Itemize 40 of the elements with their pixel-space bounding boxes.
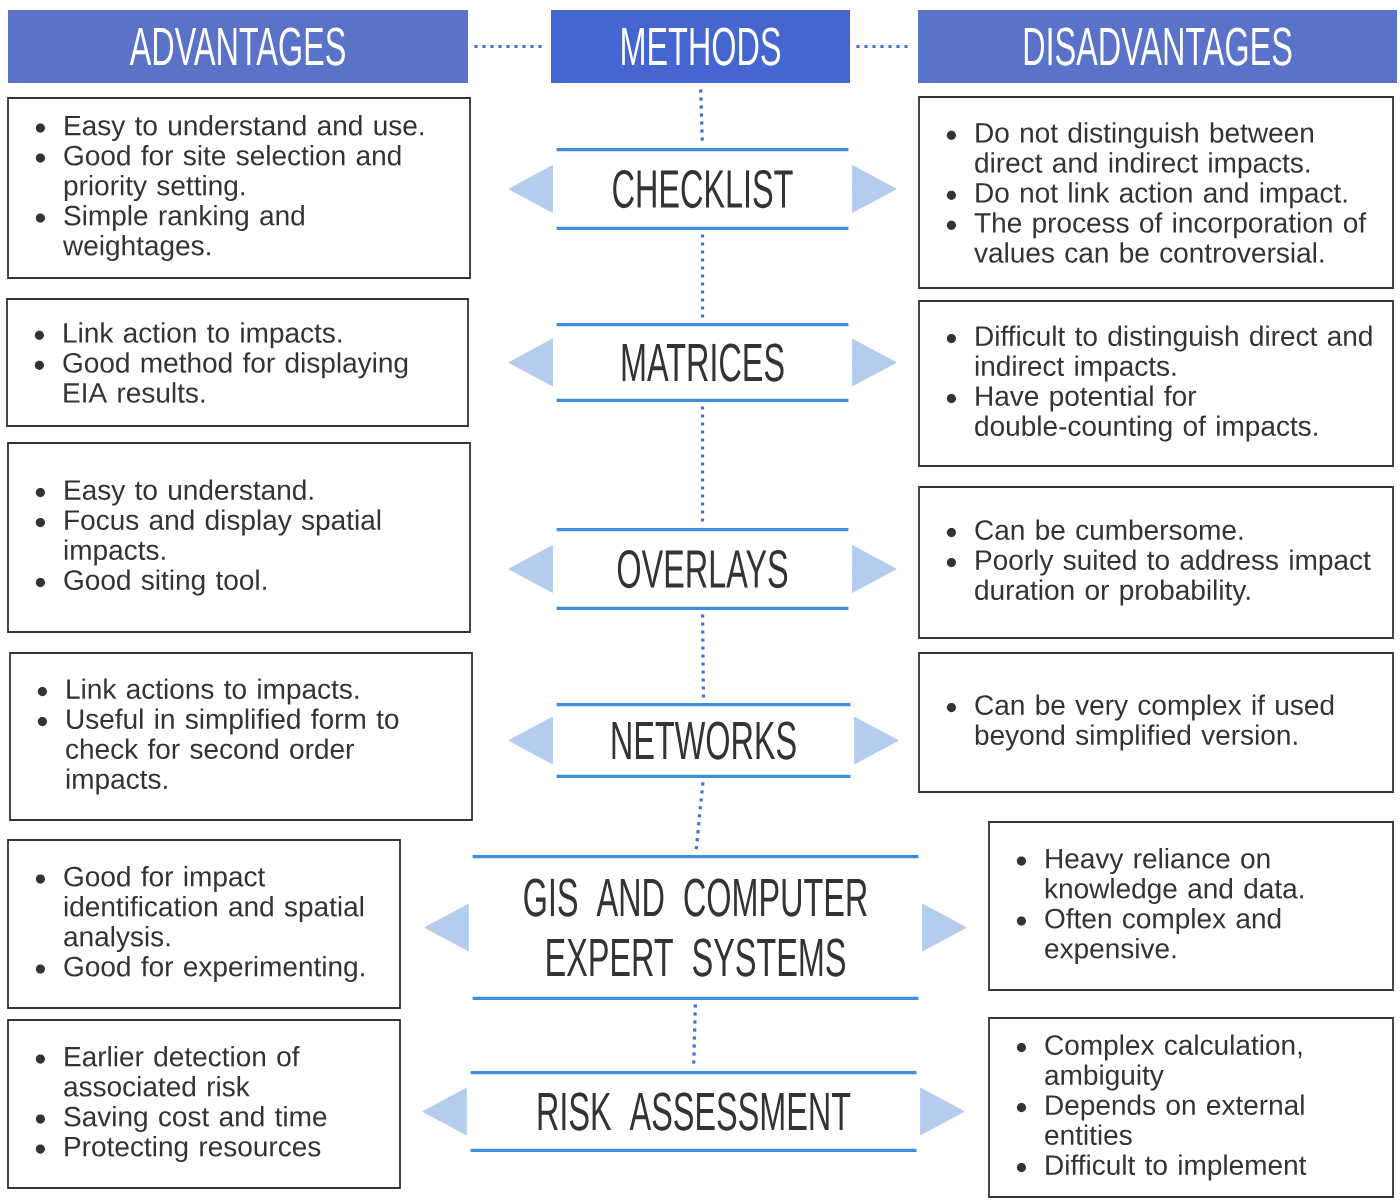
triangle-arrow [508,716,554,765]
triangle-arrow [851,545,897,593]
header-bar: DISADVANTAGES [918,10,1397,83]
dotted-line [700,406,705,524]
bullet-box: Can be very complex if used beyond simplified version. [918,652,1394,793]
header-bar: ADVANTAGES [8,10,468,83]
triangle-arrow [508,545,554,593]
dotted-line [474,44,545,49]
dotted-line [694,782,705,851]
triangle-arrow [508,165,554,213]
triangle-arrow [851,338,897,387]
triangle-arrow [921,903,967,952]
method-band: NETWORKS [556,703,851,778]
method-band: MATRICES [556,323,849,402]
dotted-line [700,234,705,319]
bullet-box: Heavy reliance on knowledge and data. Often complex and expensive. [988,821,1394,991]
triangle-arrow [851,165,897,213]
dotted-line [692,1004,697,1067]
triangle-arrow [919,1087,965,1136]
bullet-box: Easy to understand. Focus and display spatial impacts. Good siting tool. [7,442,471,633]
method-band: RISK ASSESSMENT [470,1071,917,1152]
triangle-arrow [424,903,470,952]
triangle-arrow [508,338,554,387]
method-band: OVERLAYS [556,528,849,610]
bullet-box: Earlier detection of associated risk Saving cost and time Protecting resources [7,1019,401,1189]
bullet-box: Do not distinguish between direct and indirect impacts. Do not link action and impact. The process of incorporation of values can be controversial. [918,96,1394,289]
header-bar: METHODS [551,10,850,83]
bullet-box: Link action to impacts. Good method for displaying EIA results. [6,298,469,427]
bullet-box: Link actions to impacts. Useful in simplified form to check for second order impacts. [9,652,473,821]
bullet-box: Complex calculation, ambiguity Depends on external entities Difficult to implement [988,1017,1394,1198]
method-band: CHECKLIST [556,148,849,230]
bullet-box: Difficult to distinguish direct and indirect impacts. Have potential for double-counting of impacts. [918,300,1394,467]
bullet-box: Can be cumbersome. Poorly suited to address impact duration or probability. [918,486,1394,639]
bullet-box: Easy to understand and use. Good for site selection and priority setting. Simple ranking and weightages. [7,97,471,279]
dotted-line [700,614,706,699]
triangle-arrow [422,1087,468,1136]
bullet-box: Good for impact identification and spatial analysis. Good for experimenting. [7,839,401,1009]
triangle-arrow [853,716,899,765]
dotted-line [699,89,704,144]
method-band: GIS AND COMPUTER EXPERT SYSTEMS [472,855,919,1000]
